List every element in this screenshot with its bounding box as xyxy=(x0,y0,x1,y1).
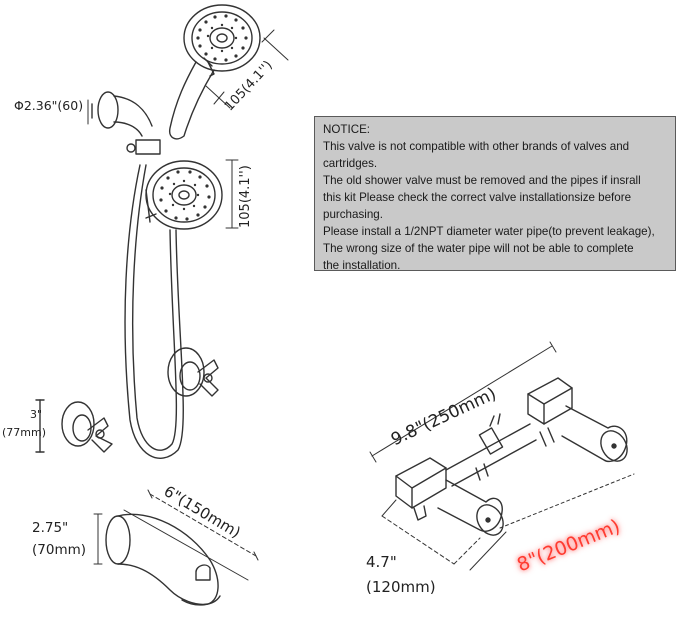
fixed-shower-head xyxy=(145,160,223,230)
notice-line: Please install a 1/2NPT diameter water p… xyxy=(323,225,655,238)
arm-diameter-label: Φ2.36"(60) xyxy=(14,98,84,113)
notice-line: the installation. xyxy=(323,259,401,272)
shower-arm xyxy=(91,91,161,155)
handheld-shower-head xyxy=(169,4,261,140)
shower-hose xyxy=(124,164,184,459)
notice-line: purchasing. xyxy=(323,208,383,221)
notice-line: NOTICE: xyxy=(323,123,371,136)
fixed-head-dim-label: 105(4.1'') xyxy=(238,165,253,228)
valve-side-mm-label: (120mm) xyxy=(366,578,436,596)
tub-valve-handle xyxy=(35,399,113,453)
escutcheon-in-label: 3" xyxy=(30,408,43,421)
rough-in-valve xyxy=(395,377,628,536)
notice-box: NOTICE: This valve is not compatible wit… xyxy=(314,116,676,272)
notice-line: cartridges. xyxy=(323,157,378,170)
notice-line: The wrong size of the water pipe will no… xyxy=(323,242,634,255)
notice-line: The old shower valve must be removed and… xyxy=(323,174,641,187)
shower-valve-handle xyxy=(167,347,219,397)
notice-line: This valve is not compatible with other … xyxy=(323,140,630,153)
notice-line: this kit Please check the correct valve … xyxy=(323,191,632,204)
escutcheon-mm-label: (77mm) xyxy=(2,426,47,439)
valve-side-in-label: 4.7" xyxy=(366,553,397,571)
spout-height-mm-label: (70mm) xyxy=(32,542,87,558)
spout-height-in-label: 2.75" xyxy=(32,520,69,536)
tub-spout xyxy=(93,489,259,606)
